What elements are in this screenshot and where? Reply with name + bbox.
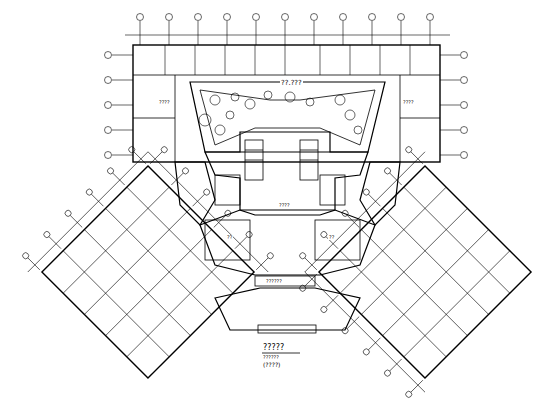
plan-label: (????) xyxy=(262,362,281,368)
plan-label: ?? xyxy=(328,235,335,240)
plan-label: ?? xyxy=(226,235,233,240)
plan-label: ????? xyxy=(262,344,285,352)
plan-label: ??.??? xyxy=(280,80,303,87)
plan-label: ?????? xyxy=(262,355,280,360)
plan-label: ?????? xyxy=(265,279,283,284)
plan-label: ???? xyxy=(278,203,291,208)
plan-label: ???? xyxy=(158,100,171,105)
plan-label: ???? xyxy=(402,100,415,105)
